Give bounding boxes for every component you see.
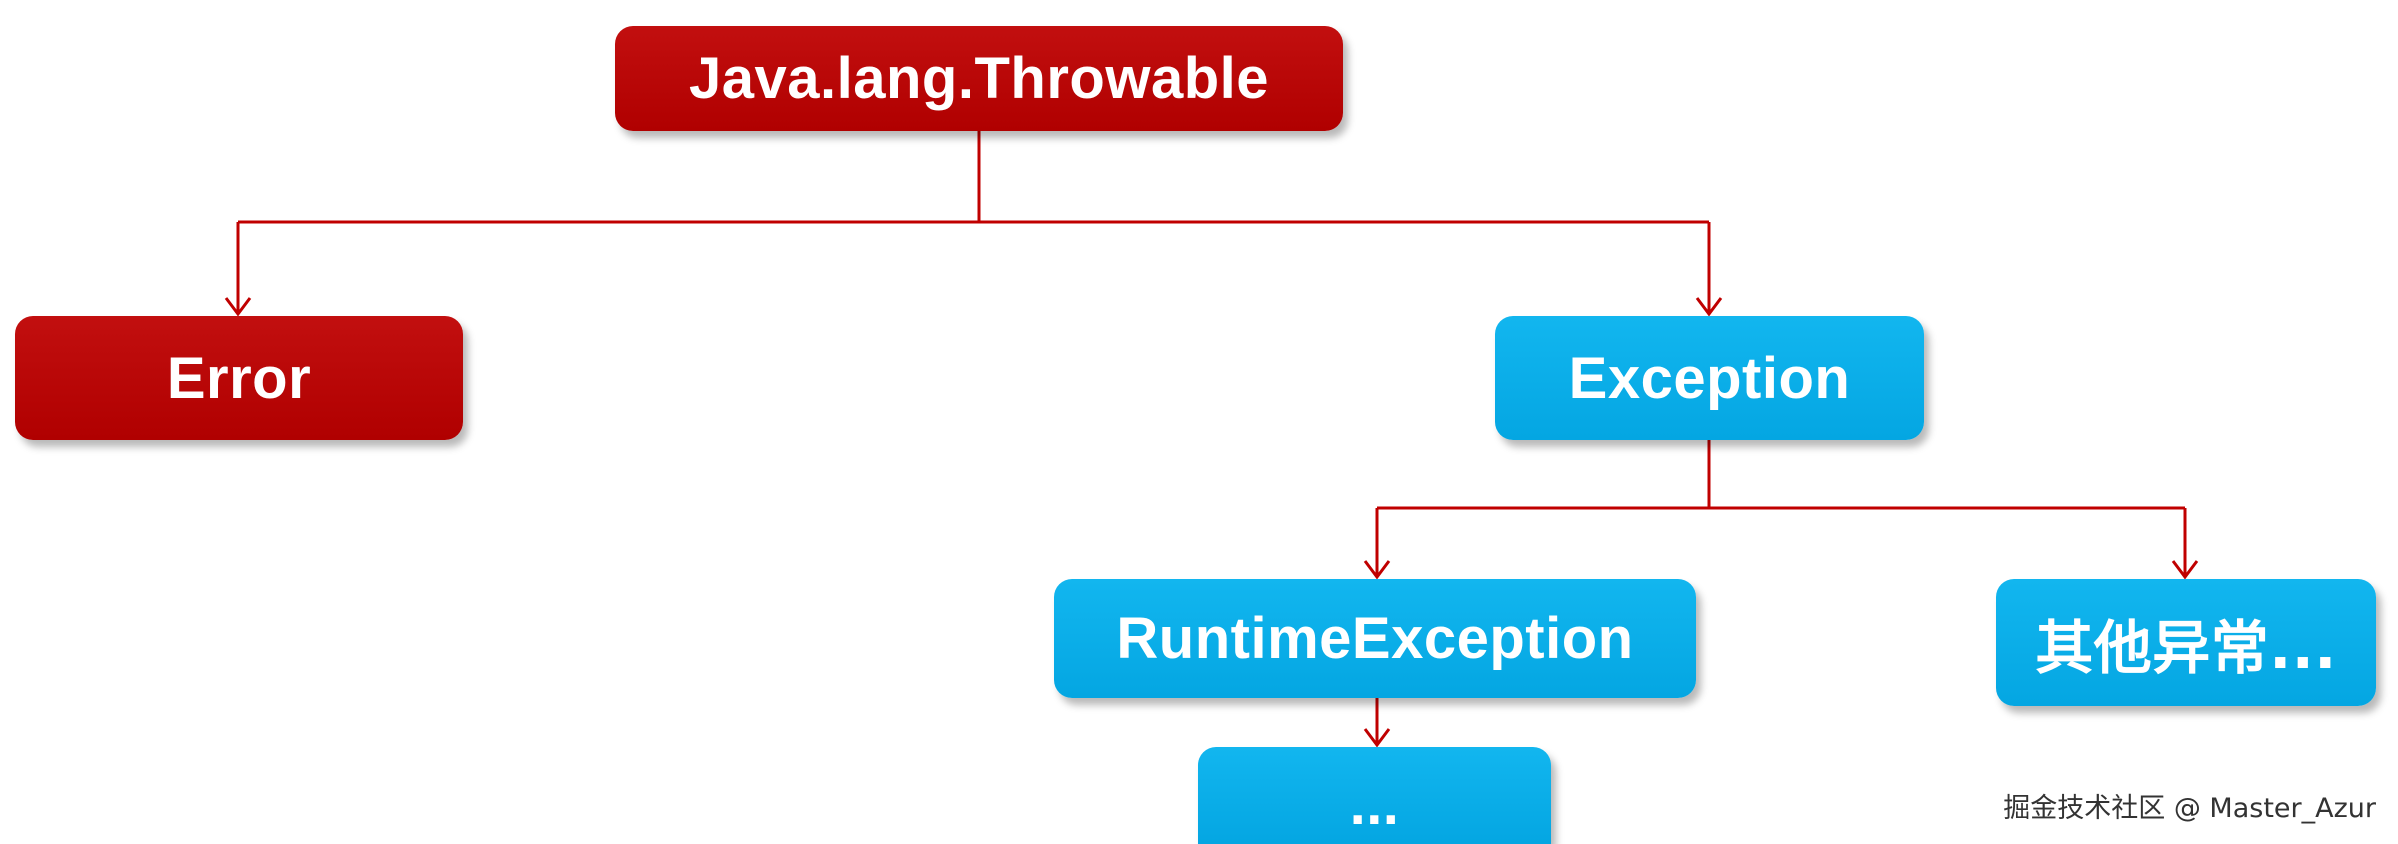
node-error-label: Error	[166, 345, 312, 411]
node-runtime-exception: RuntimeException	[1054, 579, 1696, 698]
watermark: 掘金技术社区 @ Master_Azur	[2003, 793, 2376, 824]
node-throwable: Java.lang.Throwable	[615, 26, 1343, 131]
node-other-exceptions-label: 其他异常...	[2035, 613, 2337, 682]
node-exception-label: Exception	[1568, 345, 1851, 411]
node-ellipsis-label: ...	[1349, 772, 1400, 837]
node-error: Error	[15, 316, 463, 440]
node-ellipsis: ...	[1198, 747, 1551, 844]
node-other-exceptions: 其他异常...	[1996, 579, 2376, 706]
node-throwable-label: Java.lang.Throwable	[688, 46, 1269, 111]
node-runtime-exception-label: RuntimeException	[1116, 606, 1634, 671]
node-exception: Exception	[1495, 316, 1924, 440]
